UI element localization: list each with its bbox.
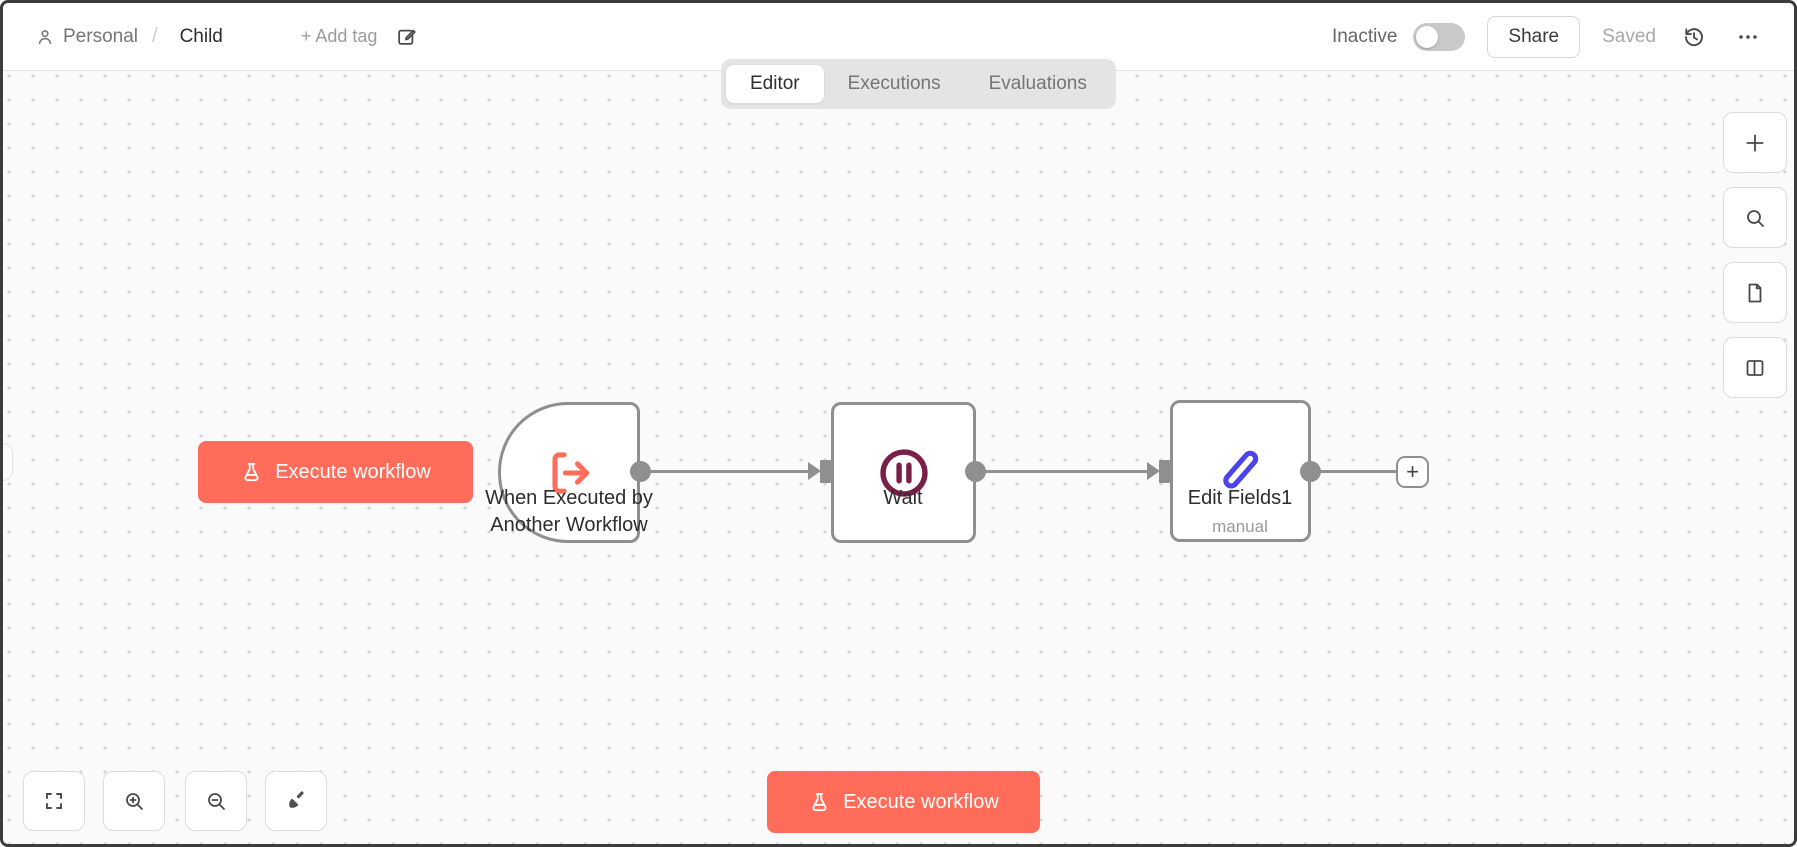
history-icon: [1685, 27, 1703, 46]
file-icon: [1748, 283, 1762, 302]
node-wait[interactable]: [831, 402, 976, 543]
activation-toggle[interactable]: [1413, 22, 1466, 51]
flask-icon: [812, 792, 827, 811]
flask-icon: [244, 462, 259, 481]
connection-trigger-to-wait[interactable]: [650, 470, 810, 473]
execute-workflow-label: Execute workflow: [843, 790, 999, 813]
input-arrow: [1147, 462, 1160, 480]
fit-view-button[interactable]: [23, 771, 85, 831]
plus-icon: [1746, 133, 1764, 152]
workflow-history-button[interactable]: [1678, 21, 1710, 53]
output-port[interactable]: [1300, 461, 1321, 482]
tidy-up-button[interactable]: [265, 771, 327, 831]
plus-glyph: +: [1406, 459, 1419, 484]
output-port[interactable]: [630, 461, 651, 482]
note-edit-icon: [398, 29, 417, 45]
execute-workflow-button-canvas[interactable]: Execute workflow: [198, 441, 473, 503]
toggle-panel-button[interactable]: [1723, 337, 1787, 398]
view-tabs: Editor Executions Evaluations: [721, 59, 1116, 109]
input-arrow: [808, 462, 821, 480]
activation-status-label: Inactive: [1331, 25, 1398, 47]
input-port: [1159, 460, 1170, 483]
pen-icon: [1222, 450, 1258, 489]
zoom-out-icon: [208, 793, 225, 810]
toggle-knob: [1416, 25, 1439, 48]
zoom-in-icon: [126, 793, 143, 810]
sign-out-arrow-icon: [552, 451, 590, 494]
node-edit-fields1[interactable]: [1170, 400, 1311, 542]
tab-editor[interactable]: Editor: [726, 65, 824, 103]
add-connected-node-button[interactable]: +: [1396, 456, 1429, 488]
breadcrumb-separator: /: [152, 25, 158, 47]
input-port: [820, 460, 831, 483]
node-when-executed-by-another-workflow[interactable]: [498, 402, 640, 543]
execute-workflow-label: Execute workflow: [275, 460, 431, 483]
pause-circle-icon: [879, 448, 928, 497]
search-button[interactable]: [1723, 187, 1787, 248]
ellipsis-icon: [1739, 34, 1757, 39]
project-name: Personal: [63, 25, 138, 47]
share-button[interactable]: Share: [1487, 15, 1581, 58]
breadcrumb: Personal / Child + Add tag: [35, 22, 421, 52]
connection-wait-to-edit-fields[interactable]: [985, 470, 1149, 473]
add-node-button[interactable]: [1723, 112, 1787, 173]
user-icon: [38, 29, 52, 44]
tab-executions[interactable]: Executions: [847, 73, 941, 94]
workflow-name[interactable]: Child: [179, 25, 223, 47]
execute-workflow-button-bottom[interactable]: Execute workflow: [767, 771, 1040, 833]
fit-view-icon: [46, 793, 62, 809]
tidy-up-broom-icon: [289, 791, 304, 808]
project-breadcrumb[interactable]: Personal: [35, 26, 138, 48]
zoom-out-button[interactable]: [185, 771, 247, 831]
chat-panel-handle[interactable]: [3, 443, 13, 481]
sticky-note-button[interactable]: [1723, 262, 1787, 323]
more-options-button[interactable]: [1732, 21, 1764, 53]
save-status-label: Saved: [1602, 25, 1656, 47]
workflow-canvas[interactable]: Execute workflow When Executed by Anothe…: [3, 71, 1794, 844]
connection-edit-fields-to-add[interactable]: [1321, 470, 1399, 473]
header-actions: Inactive Share Saved: [1331, 15, 1764, 58]
split-panel-icon: [1746, 359, 1764, 376]
output-port[interactable]: [965, 461, 986, 482]
zoom-in-button[interactable]: [103, 771, 165, 831]
add-tag-button[interactable]: + Add tag: [300, 26, 378, 46]
sticky-note-edit-button[interactable]: [391, 22, 421, 52]
tab-evaluations[interactable]: Evaluations: [988, 73, 1087, 94]
search-icon: [1747, 209, 1764, 227]
